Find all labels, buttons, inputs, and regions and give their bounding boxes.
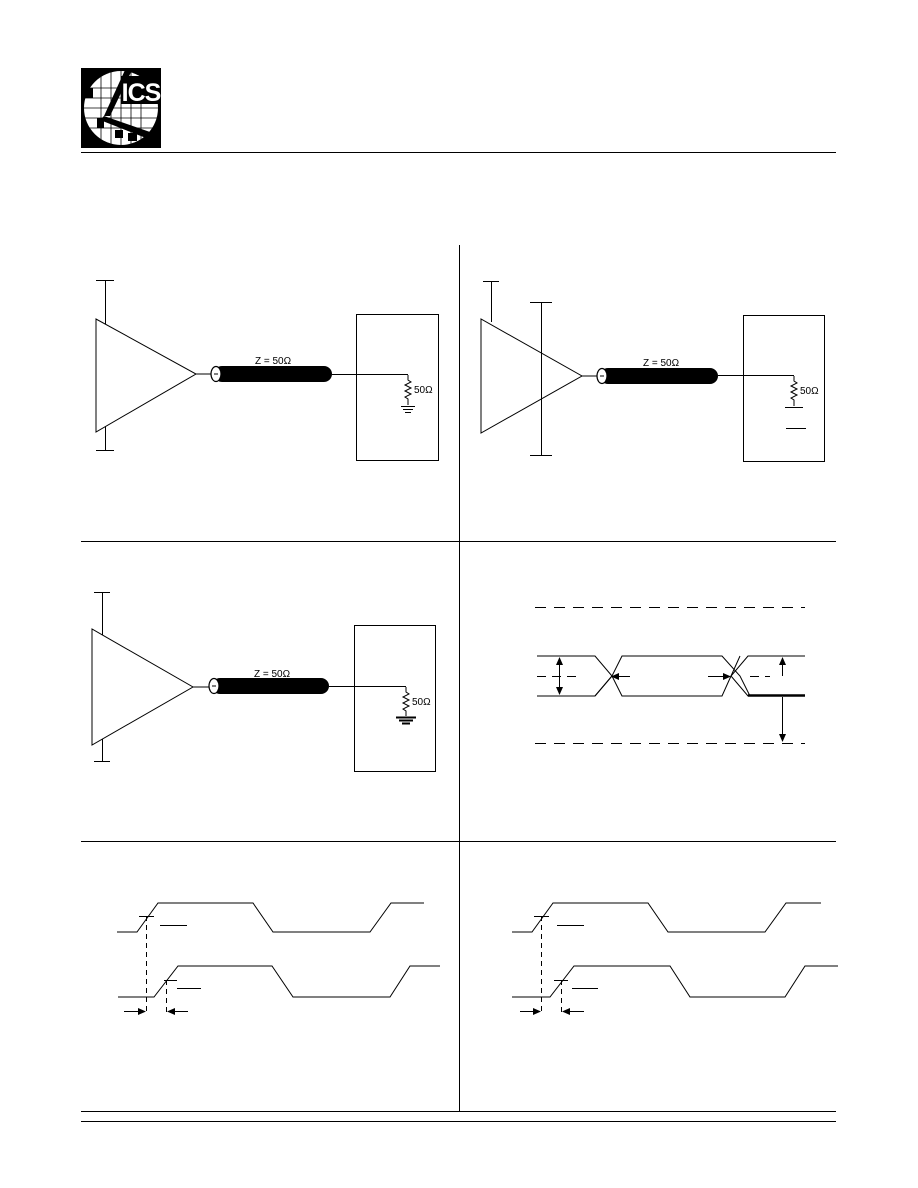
panel-output-skew-a [117,902,440,1015]
cable-impedance-label: Z = 50Ω [255,356,292,367]
coax-cable [210,365,332,383]
panel-grid [81,245,836,1122]
resistor-label: 50Ω [800,386,819,397]
ground-icon [396,716,416,725]
logo-text: ICS [122,79,161,107]
resistor-symbol [403,375,413,405]
scope-box [354,625,436,772]
driver-triangle [480,318,584,434]
panel-output-skew-b [512,902,838,1015]
ground-icon [401,406,415,413]
panel-differential-swing [535,607,805,744]
panel-lvpecl-load-a: Z = 50Ω 50Ω [95,280,439,461]
coax-cable [596,367,718,385]
resistor-symbol [401,687,411,716]
coax-cable [208,677,329,695]
timing-waveform-top [512,902,821,933]
resistor-label: 50Ω [412,697,431,708]
cable-impedance-label: Z = 50Ω [254,669,291,680]
panel-lvpecl-load-b: Z = 50Ω 50Ω [480,281,825,462]
timing-waveform-bottom [118,965,440,998]
ics-logo: ICS [81,68,162,148]
driver-triangle [91,628,195,746]
scope-box [743,315,825,462]
panel-lvpecl-load-c: Z = 50Ω 50Ω [91,592,436,772]
resistor-label: 50Ω [414,385,433,396]
driver-triangle [95,318,198,433]
timing-waveform-bottom [512,965,838,998]
scope-box [356,314,439,461]
cable-impedance-label: Z = 50Ω [643,358,680,369]
resistor-symbol [789,376,799,406]
waveform-b [594,655,751,697]
timing-waveform-top [117,902,424,933]
